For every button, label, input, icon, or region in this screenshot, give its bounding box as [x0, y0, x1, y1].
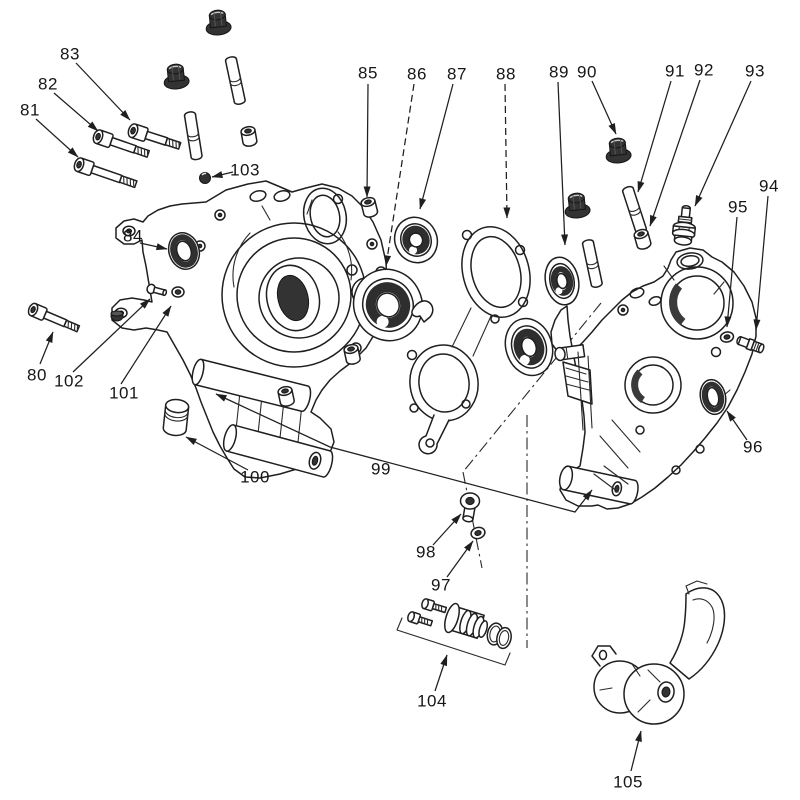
- flange-nut: [562, 191, 592, 220]
- callout-89-leader: [557, 81, 569, 246]
- callout-86-leader: [384, 83, 415, 267]
- stud-bolt-91: [621, 184, 648, 236]
- callout-83-leader: [75, 62, 131, 121]
- callout-103-leader: [211, 171, 234, 178]
- flange-nut: [203, 8, 233, 37]
- callout-101-label: 101: [109, 384, 139, 403]
- callout-97-label: 97: [431, 576, 451, 595]
- callout-92-label: 92: [694, 61, 714, 80]
- callout-103-label: 103: [230, 161, 260, 180]
- socket-bolt-82: [92, 129, 151, 158]
- callout-96-leader: [726, 410, 748, 441]
- flange-nut-90: [603, 136, 633, 165]
- o-ring: [496, 626, 512, 650]
- snap-ring: [411, 300, 434, 323]
- callout-84-leader: [139, 242, 168, 251]
- stud-bolt: [581, 238, 604, 289]
- callout-81-label: 81: [20, 101, 40, 120]
- callout-105-leader: [630, 730, 642, 772]
- callout-95-label: 95: [728, 198, 748, 217]
- small-bolt: [407, 611, 434, 627]
- callout-88-label: 88: [496, 65, 516, 84]
- dowel-pin: [342, 342, 362, 367]
- callout-85-leader: [363, 83, 371, 198]
- flange-nut: [161, 62, 191, 91]
- callout-105-label: 105: [613, 773, 643, 792]
- callout-91-leader: [637, 80, 672, 193]
- small-nut: [110, 310, 124, 322]
- callout-93-leader: [694, 80, 752, 207]
- callout-85-label: 85: [358, 64, 378, 83]
- screw-102: [146, 283, 168, 297]
- callout-80-leader: [39, 331, 54, 365]
- callout-82-leader: [53, 92, 99, 132]
- callout-80-label: 80: [27, 366, 47, 385]
- ball-bearing-87: [393, 216, 439, 264]
- socket-bolt-80: [27, 302, 81, 333]
- callout-102-label: 102: [54, 372, 84, 391]
- callout-82-label: 82: [38, 75, 58, 94]
- socket-bolt-81: [73, 157, 138, 189]
- callouts: 80 81 82 83 84 85 86 87 88 89 90 91 92 9…: [20, 45, 779, 792]
- callout-99-leader: [215, 393, 593, 513]
- stud-bolt: [224, 55, 247, 106]
- tensioner-spool: [444, 602, 489, 639]
- callout-90-leader: [591, 80, 617, 135]
- bushing-100: [162, 398, 190, 437]
- callout-90-label: 90: [577, 63, 597, 82]
- dowel-bushing: [239, 124, 259, 148]
- joint-pin-94: [736, 335, 765, 354]
- tensioner-assembly-104: [396, 598, 512, 666]
- callout-97-leader: [446, 540, 474, 578]
- washer-101: [171, 286, 185, 298]
- callout-84-label: 84: [123, 227, 143, 246]
- callout-102-leader: [72, 298, 151, 373]
- callout-104-label: 104: [417, 692, 447, 711]
- callout-87-label: 87: [447, 65, 467, 84]
- callout-92-leader: [649, 79, 701, 227]
- chain-guide-105: [591, 580, 726, 725]
- ball-bearing-89: [544, 256, 580, 306]
- ball-bearing-86: [352, 268, 424, 342]
- callout-98-leader: [432, 513, 462, 546]
- group-bracket: [396, 617, 511, 666]
- callout-99-label: 99: [371, 460, 391, 479]
- spacer-collar-92: [632, 227, 653, 252]
- callout-96-label: 96: [743, 438, 763, 457]
- callout-100-label: 100: [240, 468, 270, 487]
- small-bolt: [421, 598, 448, 614]
- callout-88-leader: [503, 83, 511, 219]
- callout-86-label: 86: [407, 65, 427, 84]
- washer-97: [470, 526, 486, 540]
- callout-101-leader: [120, 305, 172, 385]
- callout-93-label: 93: [745, 62, 765, 81]
- dowel-pin: [276, 384, 296, 409]
- callout-81-leader: [35, 118, 79, 158]
- washer-95: [719, 331, 735, 343]
- callout-94-leader: [753, 195, 769, 331]
- right-crankcase-half: [550, 247, 757, 510]
- socket-bolt-83: [127, 123, 182, 150]
- oil-seal-96: [699, 378, 727, 416]
- stud-bolt: [183, 110, 204, 162]
- breather-fitting-93: [671, 204, 697, 246]
- callout-100-leader: [185, 436, 249, 471]
- callout-91-label: 91: [665, 62, 685, 81]
- callout-95-leader: [724, 216, 738, 328]
- callout-87-leader: [419, 83, 454, 210]
- callout-89-label: 89: [549, 63, 569, 82]
- left-crankcase-half: [111, 180, 388, 479]
- oil-seal-84: [167, 232, 201, 270]
- steel-ball-103: [199, 172, 211, 184]
- callout-104-leader: [434, 654, 448, 692]
- callout-94-label: 94: [759, 177, 779, 196]
- flange-bolt-98: [459, 492, 481, 523]
- ball-bearing-inner: [504, 317, 554, 377]
- callout-98-label: 98: [416, 543, 436, 562]
- callout-83-label: 83: [60, 45, 80, 64]
